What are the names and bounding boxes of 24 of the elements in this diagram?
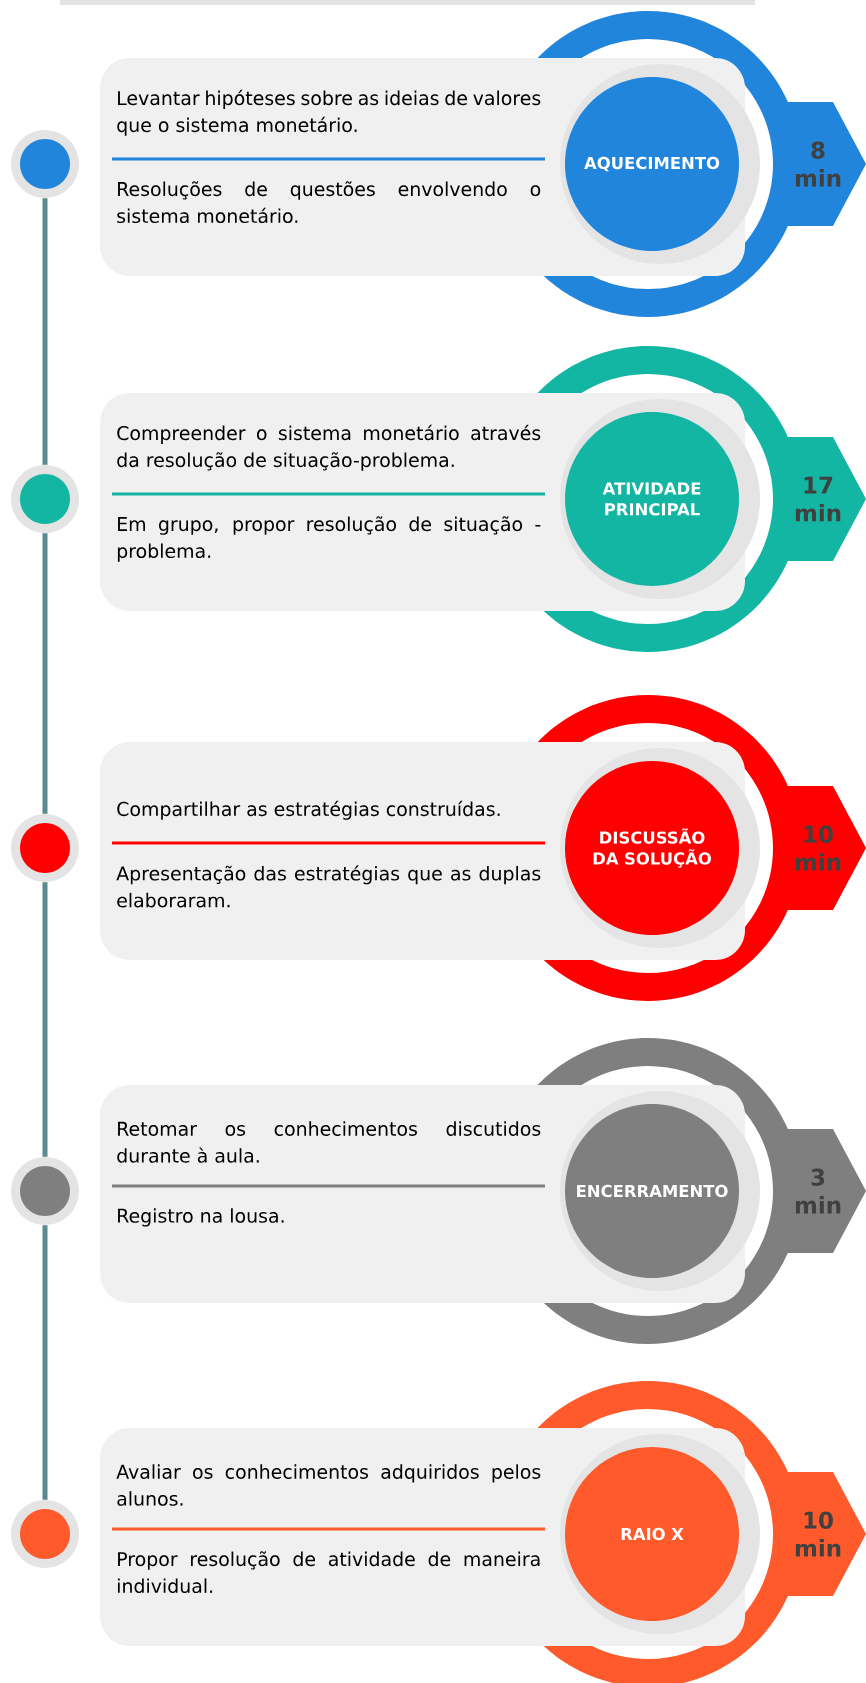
node-label: 10 min [795,825,841,871]
duration-tab: 10 min [782,785,866,910]
node-label: 8 min [795,141,841,187]
title-ball: AQUECIMENTO [560,64,760,264]
node-label: 3 min [795,1168,841,1214]
duration-tab: 17 min [782,436,866,561]
title-ball: ATIVIDADE PRINCIPAL [560,399,760,599]
duration-tab: 8 min [782,101,866,226]
timeline-line [42,1225,48,1500]
duration-tab: 10 min [782,1471,866,1596]
timeline-line [42,533,48,814]
title-ball: RAIO X [560,1434,760,1634]
timeline-dot [11,1500,79,1568]
timeline-dot [11,130,79,198]
node-label: 10 min [795,1511,841,1557]
timeline-dot [11,1157,79,1225]
duration-tab: 3 min [782,1128,866,1253]
title-ball: DISCUSSÃO DA SOLUÇÃO [560,748,760,948]
timeline-dot [11,465,79,533]
title-ball: ENCERRAMENTO [560,1091,760,1291]
timeline-line [42,882,48,1157]
node-label: 17 min [795,476,841,522]
timeline-dot [11,814,79,882]
timeline-line [42,198,48,465]
